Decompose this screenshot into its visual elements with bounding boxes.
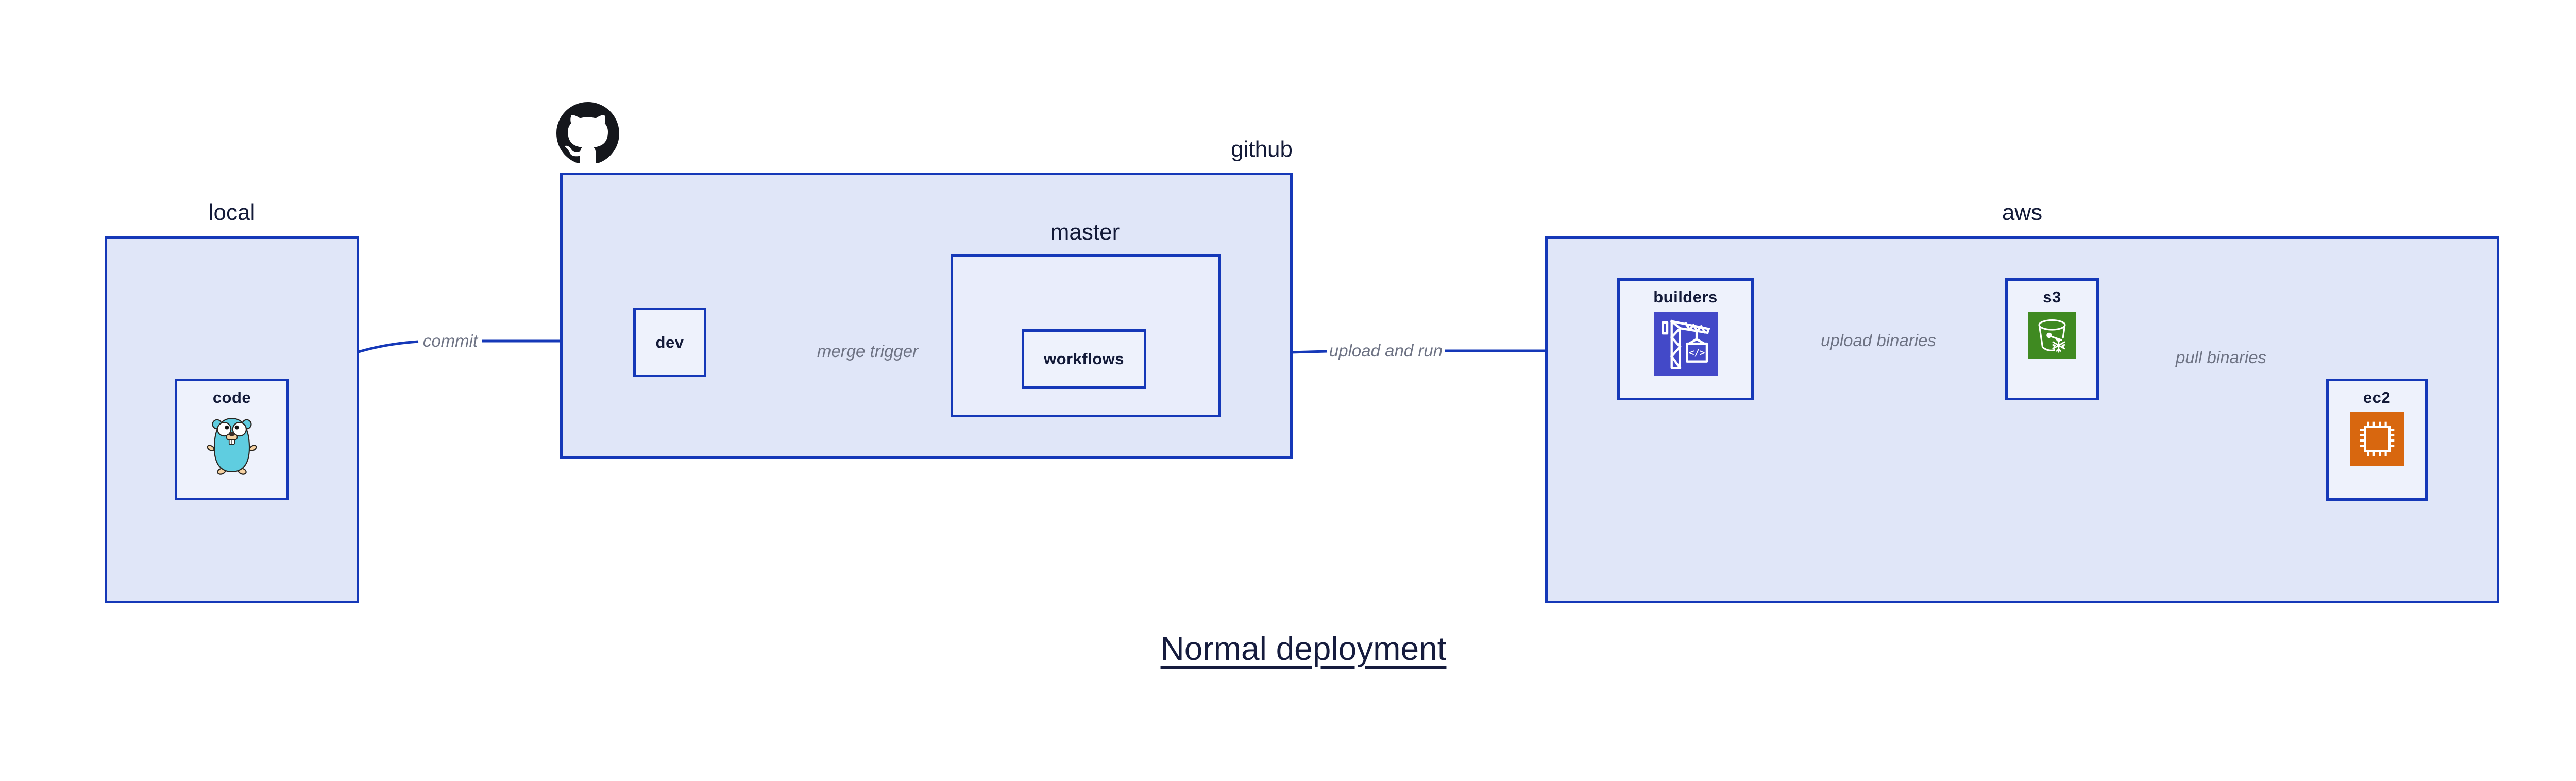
code-node-label: code <box>212 388 251 406</box>
edge-commit-label: commit <box>422 331 478 350</box>
s3-glacier-bucket-icon <box>2028 312 2076 362</box>
ec2-node-label: ec2 <box>2363 388 2391 406</box>
edge-pull-binaries-label: pull binaries <box>2175 348 2267 367</box>
edge-upload-and-run-label: upload and run <box>1329 341 1443 360</box>
github-octocat-icon <box>556 102 619 167</box>
diagram-title: Normal deployment <box>1160 630 1447 667</box>
dev-node-label: dev <box>655 333 684 351</box>
code-node: code <box>175 379 289 500</box>
local-container-label: local <box>208 200 256 225</box>
builders-node-label: builders <box>1653 288 1718 306</box>
go-gopher-icon <box>207 412 257 478</box>
edge-upload-binaries-label: upload binaries <box>1821 331 1936 350</box>
master-container-label: master <box>1050 219 1120 245</box>
dev-node: dev <box>633 308 706 377</box>
workflows-node-label: workflows <box>1043 350 1125 368</box>
builders-node: builders </> <box>1617 278 1754 400</box>
ec2-chip-icon <box>2350 412 2404 468</box>
s3-node-label: s3 <box>2043 288 2061 306</box>
codebuild-crane-icon: </> <box>1653 312 1718 378</box>
workflows-node: workflows <box>1022 329 1146 389</box>
aws-container-label: aws <box>2002 200 2043 225</box>
ec2-node: ec2 <box>2326 379 2428 501</box>
svg-text:</>: </> <box>1689 348 1705 359</box>
edge-merge-trigger-label: merge trigger <box>817 342 919 361</box>
github-container-label: github <box>1231 137 1293 162</box>
s3-node: s3 <box>2005 278 2099 400</box>
